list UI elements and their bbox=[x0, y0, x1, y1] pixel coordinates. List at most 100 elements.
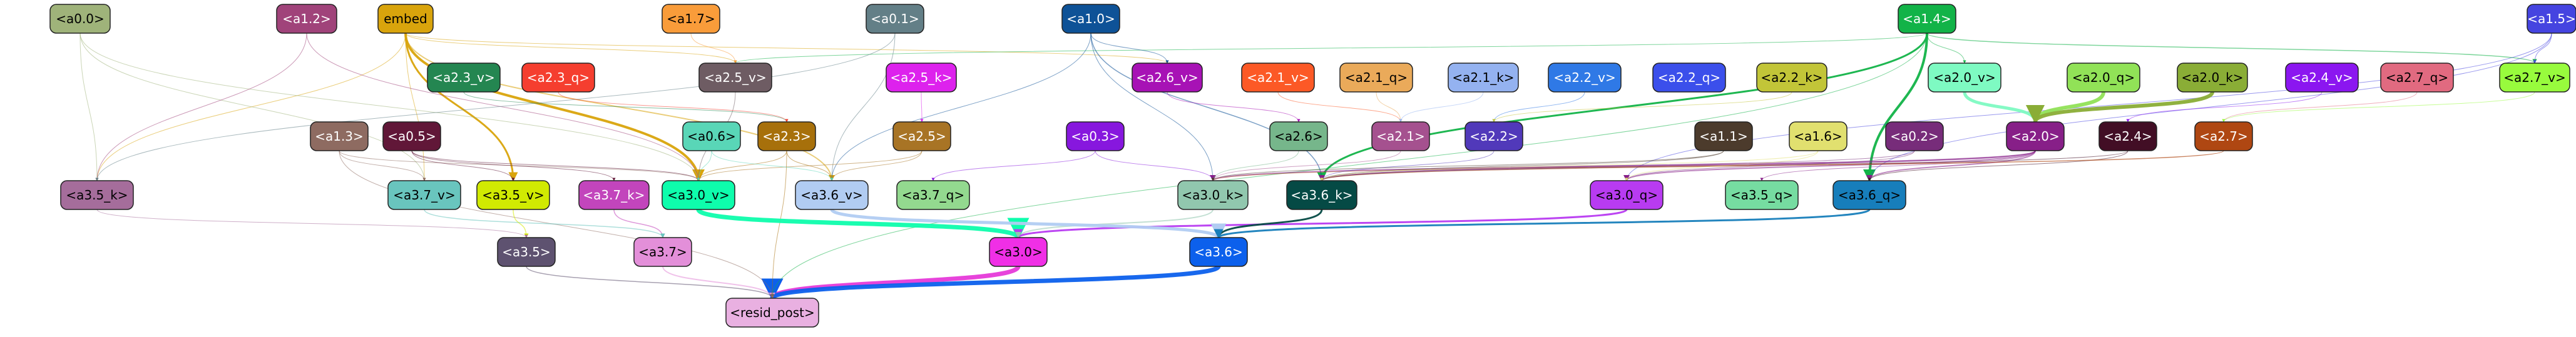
node-a2-5-v[interactable]: <a2.5_v> bbox=[698, 63, 772, 93]
node-label: <a1.6> bbox=[1794, 129, 1843, 144]
node-resid-post[interactable]: <resid_post> bbox=[725, 298, 819, 328]
node-box bbox=[1339, 63, 1413, 93]
edge-a2-3-to-a3-6-v bbox=[786, 150, 834, 181]
node-box bbox=[276, 4, 337, 34]
node-box bbox=[1132, 63, 1203, 93]
node-a3-6-q[interactable]: <a3.6_q> bbox=[1832, 180, 1906, 210]
node-a3-5-v[interactable]: <a3.5_v> bbox=[476, 180, 550, 210]
node-box bbox=[1286, 180, 1357, 210]
node-label: <a0.2> bbox=[1890, 129, 1939, 144]
node-a3-0-q[interactable]: <a3.0_q> bbox=[1590, 180, 1664, 210]
node-a2-2-v[interactable]: <a2.2_v> bbox=[1548, 63, 1622, 93]
node-a1-6[interactable]: <a1.6> bbox=[1789, 121, 1848, 151]
node-a0-6[interactable]: <a0.6> bbox=[682, 121, 741, 151]
node-label: <a3.7_k> bbox=[583, 188, 645, 203]
node-a2-0[interactable]: <a2.0> bbox=[2006, 121, 2065, 151]
node-a3-5-k[interactable]: <a3.5_k> bbox=[60, 180, 134, 210]
node-a1-2[interactable]: <a1.2> bbox=[276, 4, 337, 34]
node-label: <a0.1> bbox=[871, 11, 919, 26]
node-a2-4[interactable]: <a2.4> bbox=[2098, 121, 2157, 151]
edge-a0-0-to-a3-5-k bbox=[79, 33, 99, 181]
node-a2-1-q[interactable]: <a2.1_q> bbox=[1339, 63, 1413, 93]
node-a2-5[interactable]: <a2.5> bbox=[892, 121, 951, 151]
node-a2-7-v[interactable]: <a2.7_v> bbox=[2499, 63, 2570, 93]
node-label: <a3.0_q> bbox=[1595, 188, 1658, 203]
node-a1-0[interactable]: <a1.0> bbox=[1061, 4, 1120, 34]
edge-a3-5-v-to-a3-5 bbox=[513, 209, 529, 238]
node-embed[interactable]: embed bbox=[377, 4, 434, 34]
node-a2-1-v[interactable]: <a2.1_v> bbox=[1241, 63, 1315, 93]
node-a1-1[interactable]: <a1.1> bbox=[1694, 121, 1753, 151]
node-a3-0-v[interactable]: <a3.0_v> bbox=[662, 180, 735, 210]
edge-a2-7-q-to-a2-7 bbox=[2222, 91, 2418, 123]
node-box bbox=[1832, 180, 1906, 210]
node-a2-5-k[interactable]: <a2.5_k> bbox=[886, 63, 957, 93]
node-label: <a2.5> bbox=[897, 129, 946, 144]
node-box bbox=[1189, 237, 1248, 267]
node-a2-3-v[interactable]: <a2.3_v> bbox=[427, 63, 501, 93]
node-a3-7-q[interactable]: <a3.7_q> bbox=[896, 180, 970, 210]
node-a1-7[interactable]: <a1.7> bbox=[662, 4, 720, 34]
node-a1-5[interactable]: <a1.5> bbox=[2527, 4, 2576, 34]
node-a2-2[interactable]: <a2.2> bbox=[1464, 121, 1523, 151]
edge-a1-5-to-a3-0-q bbox=[1625, 33, 2552, 181]
edge-a2-0-to-a3-6-q bbox=[1866, 150, 2036, 181]
node-a2-0-k[interactable]: <a2.0_k> bbox=[2177, 63, 2248, 93]
edge-a1-4-to-a2-7-v bbox=[1926, 33, 2537, 64]
edge-a2-1-v-to-a2-1 bbox=[1277, 91, 1403, 123]
node-a3-0-k[interactable]: <a3.0_k> bbox=[1177, 180, 1249, 210]
node-box bbox=[1694, 121, 1753, 151]
node-a2-2-q[interactable]: <a2.2_q> bbox=[1652, 63, 1726, 93]
node-a0-1[interactable]: <a0.1> bbox=[866, 4, 924, 34]
node-a0-2[interactable]: <a0.2> bbox=[1885, 121, 1944, 151]
node-label: <a0.5> bbox=[387, 129, 436, 144]
node-a2-0-q[interactable]: <a2.0_q> bbox=[2067, 63, 2140, 93]
node-a3-6[interactable]: <a3.6> bbox=[1189, 237, 1248, 267]
node-a3-5-q[interactable]: <a3.5_q> bbox=[1725, 180, 1799, 210]
node-a3-7[interactable]: <a3.7> bbox=[633, 237, 692, 267]
node-box bbox=[989, 237, 1048, 267]
node-a2-1[interactable]: <a2.1> bbox=[1371, 121, 1430, 151]
node-a3-0[interactable]: <a3.0> bbox=[989, 237, 1048, 267]
node-a2-7-q[interactable]: <a2.7_q> bbox=[2380, 63, 2454, 93]
node-a2-1-k[interactable]: <a2.1_k> bbox=[1448, 63, 1519, 93]
node-a3-6-v[interactable]: <a3.6_v> bbox=[795, 180, 869, 210]
node-box bbox=[1241, 63, 1315, 93]
node-a3-6-k[interactable]: <a3.6_k> bbox=[1286, 180, 1357, 210]
node-a3-7-k[interactable]: <a3.7_k> bbox=[578, 180, 650, 210]
edge-a1-3-to-a3-0-v bbox=[339, 150, 700, 181]
node-a0-5[interactable]: <a0.5> bbox=[382, 121, 441, 151]
node-a2-2-k[interactable]: <a2.2_k> bbox=[1756, 63, 1827, 93]
node-label: <a3.0_v> bbox=[667, 188, 729, 203]
node-a0-3[interactable]: <a0.3> bbox=[1066, 121, 1125, 151]
node-label: <a3.7_v> bbox=[393, 188, 455, 203]
node-a3-5[interactable]: <a3.5> bbox=[497, 237, 556, 267]
node-a1-3[interactable]: <a1.3> bbox=[310, 121, 369, 151]
node-a3-7-v[interactable]: <a3.7_v> bbox=[387, 180, 461, 210]
node-label: <a2.6> bbox=[1274, 129, 1323, 144]
node-box bbox=[1269, 121, 1328, 151]
node-box bbox=[2527, 4, 2576, 34]
node-a2-0-v[interactable]: <a2.0_v> bbox=[1928, 63, 2001, 93]
node-box bbox=[1756, 63, 1827, 93]
node-box bbox=[1885, 121, 1944, 151]
node-label: <a2.1> bbox=[1376, 129, 1425, 144]
node-box bbox=[476, 180, 550, 210]
node-label: <a3.5> bbox=[502, 244, 551, 259]
nodes-layer: <a0.0> <a1.2> embed <a1.7> <a0.1> <a1.0> <a1.4… bbox=[49, 4, 2576, 328]
edge-a0-0-to-a3-0-v bbox=[79, 33, 700, 181]
node-a0-0[interactable]: <a0.0> bbox=[49, 4, 111, 34]
node-label: <a2.3_v> bbox=[432, 70, 494, 85]
node-a2-3-q[interactable]: <a2.3_q> bbox=[521, 63, 595, 93]
node-box bbox=[1448, 63, 1519, 93]
edge-embed-to-a3-5-v bbox=[404, 33, 518, 182]
node-a1-4[interactable]: <a1.4> bbox=[1898, 4, 1956, 34]
node-a2-6[interactable]: <a2.6> bbox=[1269, 121, 1328, 151]
node-a2-4-v[interactable]: <a2.4_v> bbox=[2285, 63, 2359, 93]
node-a2-7[interactable]: <a2.7> bbox=[2194, 121, 2253, 151]
node-a2-3[interactable]: <a2.3> bbox=[757, 121, 816, 151]
node-a2-6-v[interactable]: <a2.6_v> bbox=[1132, 63, 1203, 93]
node-label: <a2.6_v> bbox=[1136, 70, 1198, 85]
node-label: <a3.0> bbox=[994, 244, 1043, 259]
